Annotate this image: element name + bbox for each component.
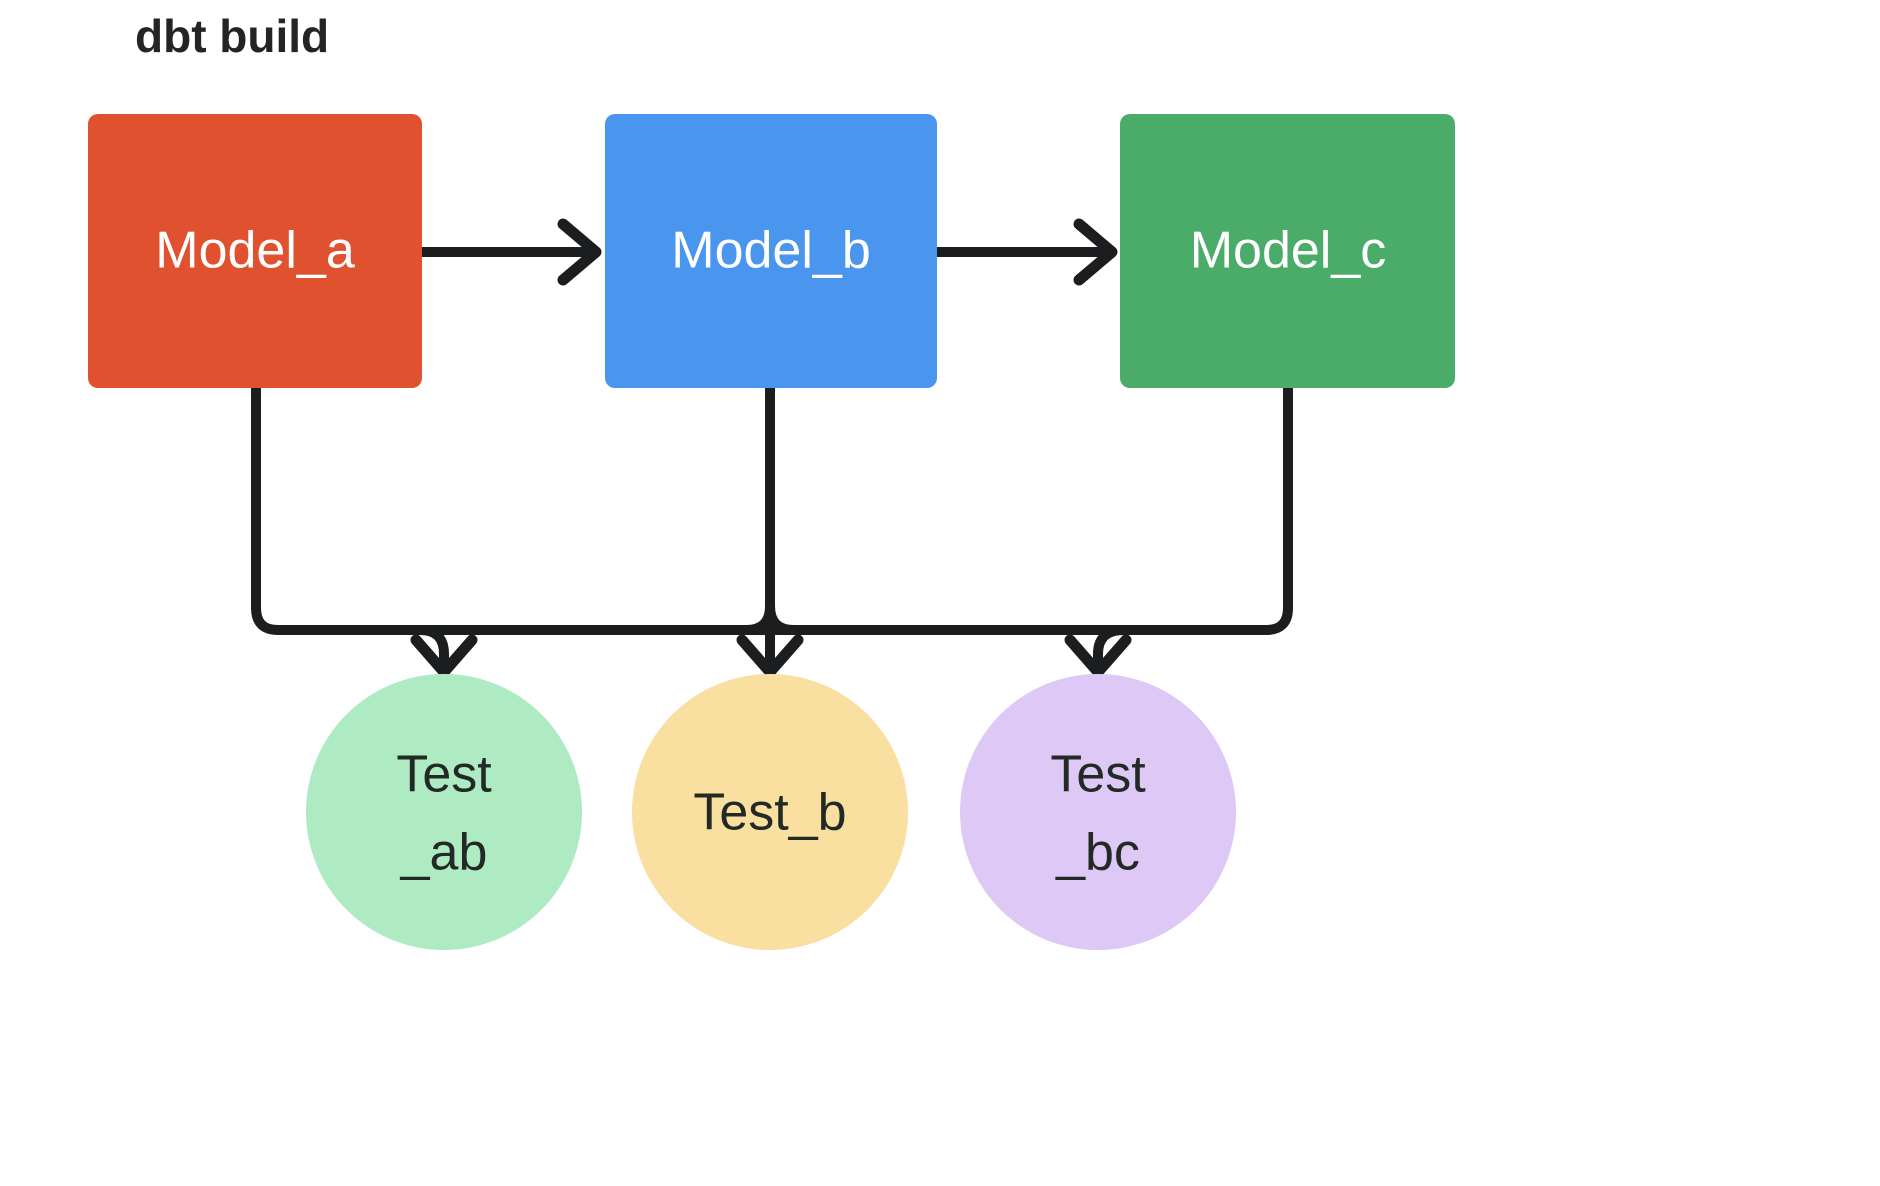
edge-bus-saddle-model-b: [741, 601, 799, 635]
node-test-ab-label-line1: Test: [396, 746, 492, 804]
arrowhead-icon: [1073, 218, 1118, 286]
node-layer: Model_a Model_b Model_c Test _ab Tes: [88, 114, 1455, 950]
node-test-ab-label-line2: _ab: [400, 824, 488, 882]
node-model-a-label: Model_a: [155, 222, 355, 280]
node-model-a[interactable]: Model_a: [88, 114, 422, 388]
node-model-b[interactable]: Model_b: [605, 114, 937, 388]
edge-model-a-to-bus: [251, 383, 425, 635]
node-test-bc-label-line2: _bc: [1055, 824, 1140, 882]
arrowhead-icon: [1064, 634, 1132, 678]
node-model-a-shape[interactable]: [88, 114, 422, 388]
node-test-bc-label-line1: Test: [1050, 746, 1146, 804]
edge-layer: [251, 218, 1293, 678]
node-test-ab[interactable]: Test _ab: [306, 674, 582, 950]
node-test-b-label-line1: Test_b: [693, 784, 846, 842]
node-model-b-shape[interactable]: [605, 114, 937, 388]
edge-model-a-to-model-b: [417, 218, 602, 286]
node-model-c[interactable]: Model_c: [1120, 114, 1455, 388]
node-model-b-label: Model_b: [671, 222, 870, 280]
node-test-b-shape[interactable]: [632, 674, 908, 950]
node-test-ab-shape[interactable]: [306, 674, 582, 950]
arrowhead-icon: [557, 218, 602, 286]
edge-bus-to-test-ab: [410, 625, 478, 678]
node-test-b[interactable]: Test_b: [632, 674, 908, 950]
edge-model-c-to-bus: [1119, 383, 1293, 635]
node-test-bc[interactable]: Test _bc: [960, 674, 1236, 950]
node-model-c-shape[interactable]: [1120, 114, 1455, 388]
arrowhead-icon: [736, 634, 804, 678]
page-title: dbt build: [135, 10, 329, 62]
edge-bus-to-test-bc: [1064, 625, 1132, 678]
edge-model-b-to-model-c: [932, 218, 1118, 286]
node-test-bc-shape[interactable]: [960, 674, 1236, 950]
node-model-c-label: Model_c: [1190, 222, 1387, 280]
arrowhead-icon: [410, 634, 478, 678]
